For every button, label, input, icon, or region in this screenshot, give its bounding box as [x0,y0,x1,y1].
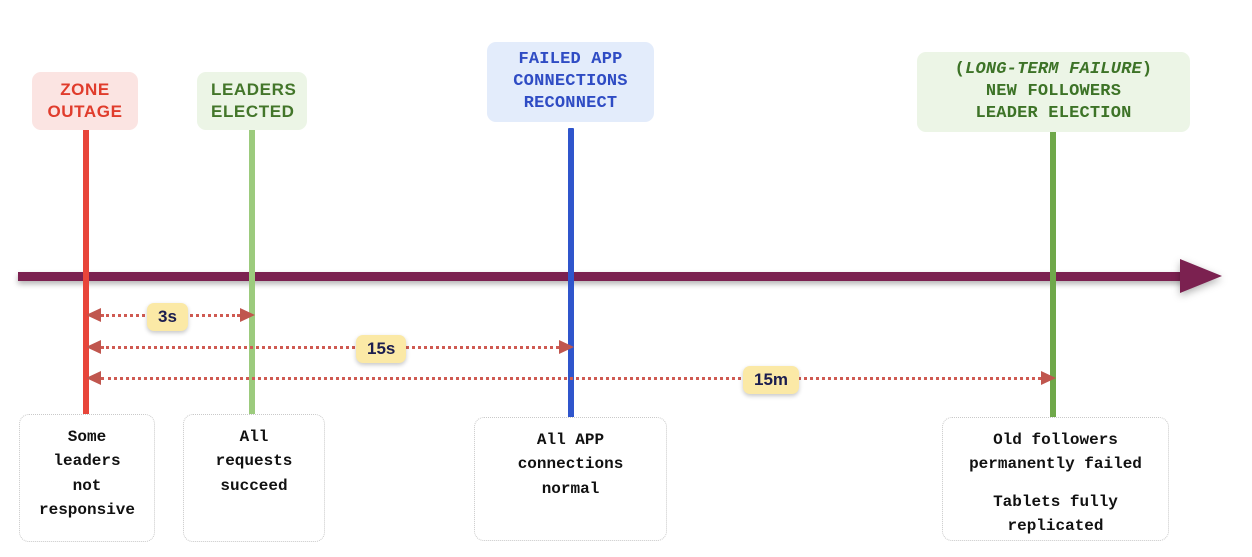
state-line-3: Tablets fully [993,492,1118,511]
duration-badge-3s[interactable]: 3s [147,303,188,331]
state-line-4: responsive [38,500,135,519]
state-line-2: connections [517,455,624,474]
state-line-1: All APP [536,431,605,449]
state-line-2: leaders [53,452,121,471]
event-label-leaders-elected[interactable]: LEADERS ELECTED [197,72,307,131]
duration-row-15s [86,337,574,357]
arrow-right-icon [240,308,255,322]
dotted-connector [101,377,1041,380]
event-label-line-1: LEADERS [211,80,297,99]
state-line-3: not [72,476,102,495]
arrow-right-icon [559,340,574,354]
state-line-gap [949,477,1162,490]
event-label-line-3: LEADER ELECTION [975,104,1132,124]
paren-open: ( [954,60,966,79]
event-label-line-3: RECONNECT [523,94,618,114]
event-label-line-2: CONNECTIONS [513,72,628,92]
event-label-zone-outage[interactable]: ZONE OUTAGE [32,72,138,131]
state-line-2: permanently failed [969,455,1142,474]
state-box-some-leaders-not-responsive[interactable]: Some leaders not responsive [19,414,155,542]
event-line-failed-app-connections [568,128,574,430]
state-line-3: succeed [220,476,288,495]
event-label-line-2: ELECTED [211,102,295,122]
paren-close: ) [1141,60,1153,79]
arrow-right-icon [1041,371,1056,385]
state-line-1: Old followers [993,431,1118,449]
event-label-line-2: OUTAGE [47,102,123,122]
event-label-line-1: FAILED APP [518,50,623,69]
state-box-all-app-connections-normal[interactable]: All APP connections normal [474,417,667,541]
event-line-long-term-failure [1050,128,1056,430]
long-term-failure-text: LONG-TERM FAILURE [965,60,1142,79]
arrow-left-icon [86,308,101,322]
duration-badge-15m[interactable]: 15m [743,366,800,394]
state-box-all-requests-succeed[interactable]: All requests succeed [183,414,325,542]
timeline-axis [18,272,1194,281]
event-label-line-2: NEW FOLLOWERS [985,82,1122,102]
dotted-connector [101,346,559,349]
timeline-arrow-right-icon [1180,259,1222,293]
arrow-left-icon [86,340,101,354]
event-label-line-1: ZONE [60,80,110,99]
duration-row-15m [86,368,1056,388]
event-line-zone-outage [83,128,89,430]
event-label-line-1: (LONG-TERM FAILURE) [931,59,1176,81]
state-line-1: Some [67,428,107,446]
state-line-4: replicated [1007,516,1104,535]
event-label-long-term-failure[interactable]: (LONG-TERM FAILURE) NEW FOLLOWERS LEADER… [917,52,1190,133]
duration-badge-15s[interactable]: 15s [356,335,407,363]
event-label-failed-app-connections[interactable]: FAILED APP CONNECTIONS RECONNECT [487,42,654,123]
arrow-left-icon [86,371,101,385]
state-line-1: All [239,428,269,446]
state-box-old-followers-tablets[interactable]: Old followers permanently failed Tablets… [942,417,1169,541]
state-line-3: normal [541,479,600,498]
event-line-leaders-elected [249,128,255,430]
state-line-2: requests [215,452,293,471]
